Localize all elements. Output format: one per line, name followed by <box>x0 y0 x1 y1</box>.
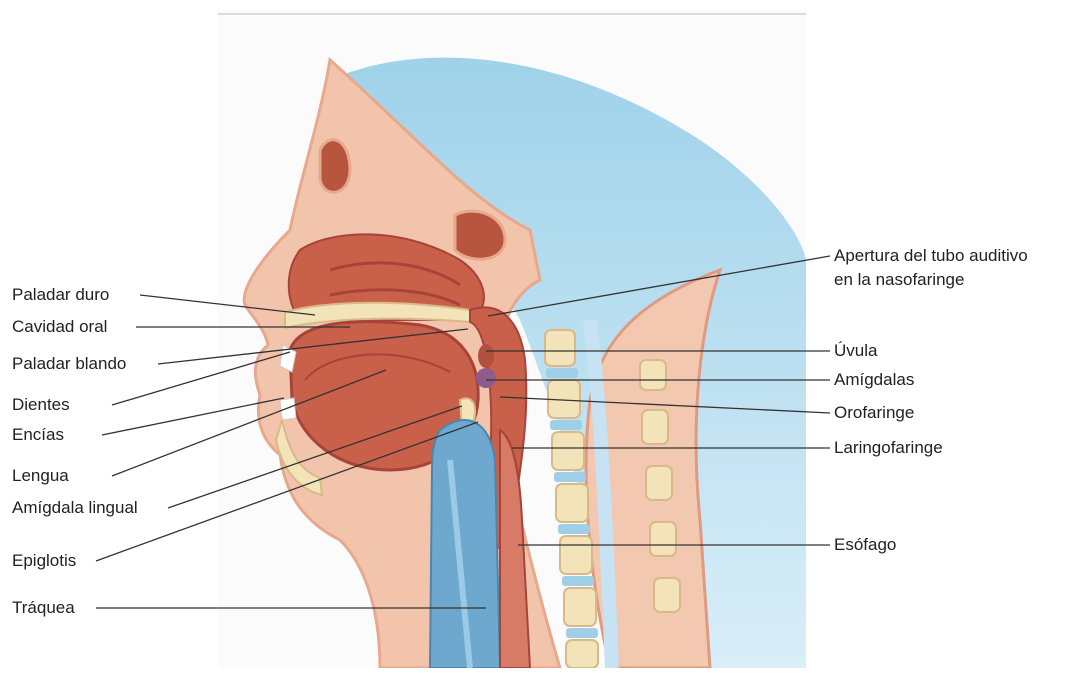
lower-teeth <box>280 398 296 420</box>
label-orofaringe: Orofaringe <box>834 403 914 423</box>
label-amigdala-lingual: Amígdala lingual <box>12 498 138 518</box>
frontal-sinus <box>320 140 350 193</box>
label-esofago: Esófago <box>834 535 896 555</box>
label-paladar-blando: Paladar blando <box>12 354 126 374</box>
label-amigdalas: Amígdalas <box>834 370 914 390</box>
label-epiglotis: Epiglotis <box>12 551 76 571</box>
label-paladar-duro: Paladar duro <box>12 285 109 305</box>
label-apertura-line-1: Apertura del tubo auditivo <box>834 246 1028 266</box>
tonsils-shape <box>476 368 496 388</box>
uvula-shape <box>478 344 494 368</box>
label-apertura-line-2: en la nasofaringe <box>834 270 964 290</box>
label-laringofaringe: Laringofaringe <box>834 438 943 458</box>
label-dientes: Dientes <box>12 395 70 415</box>
label-uvula: Úvula <box>834 341 877 361</box>
label-cavidad-oral: Cavidad oral <box>12 317 107 337</box>
label-encias: Encías <box>12 425 64 445</box>
label-traquea: Tráquea <box>12 598 75 618</box>
label-lengua: Lengua <box>12 466 69 486</box>
